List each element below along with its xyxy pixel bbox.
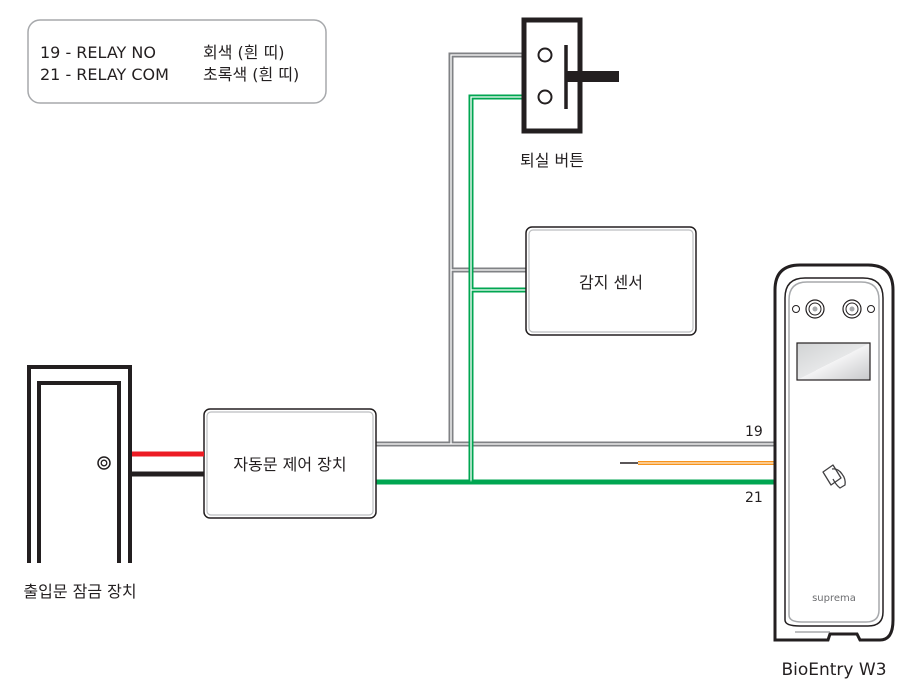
- bioentry-reader-device: suprema: [773, 263, 895, 642]
- legend-pin-19: 19 - RELAY NO: [40, 43, 156, 62]
- legend-color-21: 초록색 (흰 띠): [203, 65, 299, 84]
- wire-relay-no: [376, 52, 775, 447]
- sensor-device: 감지 센서: [525, 226, 697, 336]
- door-handle-icon: [97, 456, 111, 470]
- wire-label-21: 21: [745, 490, 763, 506]
- wire-relay-com: [376, 94, 775, 485]
- exit-button-plunger: [566, 71, 619, 82]
- sensor-label: 감지 센서: [579, 273, 643, 292]
- exit-button-device: [521, 17, 619, 134]
- camera-left-icon: [805, 299, 825, 319]
- legend-pin-21: 21 - RELAY COM: [40, 65, 169, 84]
- reader-display: [796, 342, 871, 381]
- door-lock-device: [27, 365, 132, 563]
- reader-label: BioEntry W3: [781, 660, 886, 680]
- legend-box: 19 - RELAY NO 회색 (흰 띠) 21 - RELAY COM 초록…: [27, 19, 327, 104]
- camera-right-icon: [842, 299, 862, 319]
- door-controller-label: 자동문 제어 장치: [233, 455, 346, 474]
- rfid-card-icon: [822, 464, 846, 489]
- exit-button-label: 퇴실 버튼: [520, 151, 584, 170]
- reader-brand: suprema: [812, 593, 856, 604]
- wire-label-19: 19: [745, 424, 763, 440]
- door-lock-label: 출입문 잠금 장치: [23, 582, 136, 601]
- legend-color-19: 회색 (흰 띠): [203, 43, 285, 62]
- door-controller-device: 자동문 제어 장치: [203, 408, 377, 519]
